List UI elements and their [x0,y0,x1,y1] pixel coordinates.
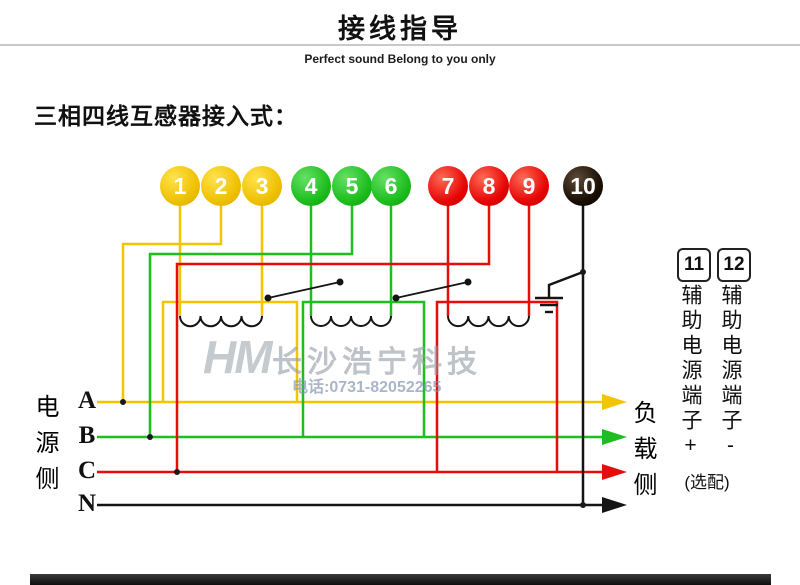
load-arrow-n-icon [602,497,627,513]
terminal-3: 3 [242,166,282,206]
ct-coil-a [179,315,263,328]
phase-a-wires [121,204,299,402]
ct-coil-c [447,315,530,328]
aux-terminal-11-label: 辅助电源端子+ [679,284,702,461]
section-heading: 三相四线互感器接入式： [34,103,298,129]
header-divider [0,44,800,46]
page-subtitle: Perfect sound Belong to you only [304,52,496,66]
load-arrow-a-icon [602,394,627,410]
load-arrow-c-icon [602,464,627,480]
watermark-logo: HM [203,331,273,383]
optional-note: (选配) [684,473,730,492]
terminal-9: 9 [509,166,549,206]
phase-b-wires [148,204,426,437]
source-side-label: 电源侧 [31,394,58,502]
terminal-6: 6 [371,166,411,206]
neutral-label: N [77,490,97,517]
ct-coils [179,315,530,328]
ct-coil-b [310,315,392,327]
terminal-4: 4 [291,166,331,206]
junction-dots [120,269,586,508]
watermark-phone: 电话:0731-82052265 [292,379,442,396]
watermark-company: 长沙浩宁科技 [272,346,482,379]
terminal-10: 10 [563,166,603,206]
aux-terminal-12-label: 辅助电源端子- [719,284,742,461]
page-title: 接线指导 [338,14,462,44]
phase-b-label: B [78,422,96,449]
terminal-2: 2 [201,166,241,206]
voltage-links [264,278,472,302]
load-side-label: 负载侧 [629,400,656,508]
terminal-1: 1 [160,166,200,206]
bottom-section-edge [30,574,771,585]
ground-symbol-icon [535,270,584,314]
phase-c-wires [175,204,559,472]
load-arrow-b-icon [602,429,627,445]
phase-c-label: C [77,457,97,484]
terminal-11-box: 11 [677,248,711,282]
load-arrows [602,394,627,513]
phase-bus-lines [97,400,603,507]
terminal-5: 5 [332,166,372,206]
terminal-7: 7 [428,166,468,206]
terminal-12-box: 12 [717,248,751,282]
terminal-8: 8 [469,166,509,206]
phase-a-label: A [77,387,97,414]
